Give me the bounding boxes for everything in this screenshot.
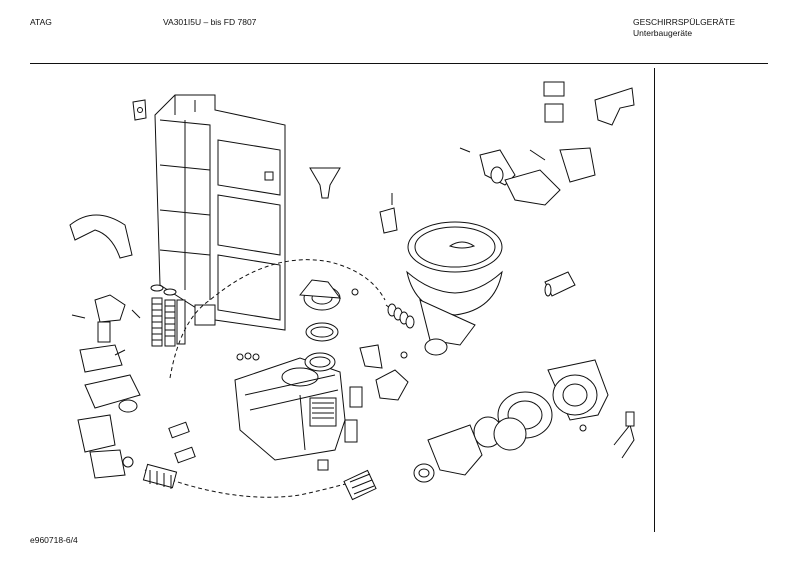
heater-cartridge-drawing [544, 271, 576, 297]
base-panel-drawing [154, 94, 286, 331]
spring-hoses-drawing [150, 284, 186, 347]
spring-coil-drawing [385, 303, 415, 329]
clip-hole-drawing [137, 107, 143, 113]
valve-group-drawing [71, 294, 141, 479]
inlet-fitting-drawing [459, 81, 635, 206]
drawing-number: e960718-6/4 [30, 535, 78, 545]
drain-hose-drawing [142, 463, 377, 501]
softener-drawing [234, 357, 346, 461]
pump-motor-drawing [413, 359, 609, 483]
category-label: GESCHIRRSPÜLGERÄTE [633, 17, 736, 27]
small-parts-drawing [168, 171, 635, 471]
sump-bowl-drawing [406, 221, 503, 356]
margin-rule [654, 68, 655, 532]
model-label: VA301I5U – bis FD 7807 [163, 17, 257, 27]
cover-drawing [69, 214, 133, 259]
drain-route-line [144, 469, 366, 498]
header-rule [30, 63, 768, 64]
brand-label: ATAG [30, 17, 52, 27]
funnel-drawing [309, 167, 341, 199]
subcategory-label: Unterbaugeräte [633, 28, 693, 38]
hose-route-line [169, 259, 386, 379]
